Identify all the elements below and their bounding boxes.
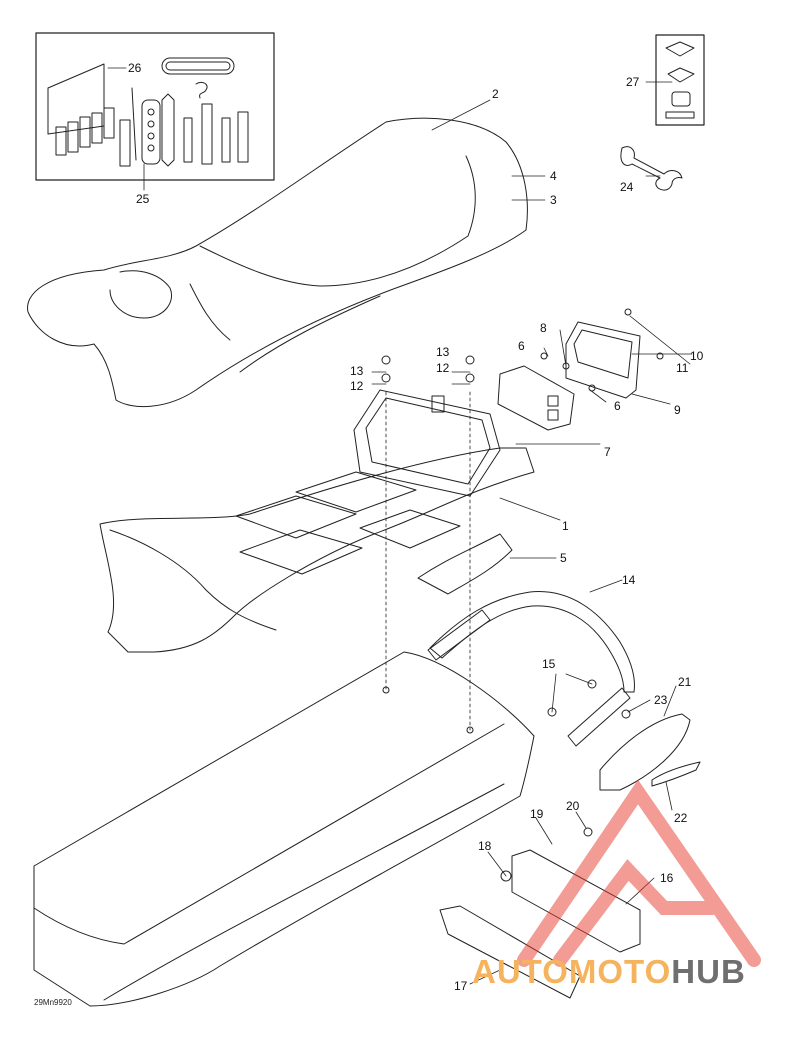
callout-26: 26 — [128, 61, 142, 75]
callout-23: 23 — [654, 693, 668, 707]
callout-24: 24 — [620, 180, 634, 194]
callout-10: 10 — [690, 349, 704, 363]
callout-6-bottom: 6 — [614, 399, 621, 413]
callout-13-right: 13 — [436, 345, 450, 359]
callout-6-top: 6 — [518, 339, 525, 353]
callout-18: 18 — [478, 839, 492, 853]
watermark-part-1: AUTOMOTO — [472, 953, 672, 990]
tail-light — [565, 321, 641, 399]
seat-cushion — [27, 117, 528, 408]
tool-kit-box — [35, 32, 275, 181]
diagram-code: 29Mn9920 — [34, 998, 72, 1007]
bottom-plate — [417, 533, 513, 595]
callout-9: 9 — [674, 403, 681, 417]
storage-tray — [353, 389, 501, 497]
watermark-text: AUTOMOTOHUB — [472, 952, 746, 992]
tail-light-bracket — [497, 365, 575, 431]
key-box — [655, 34, 705, 126]
callout-19: 19 — [530, 807, 544, 821]
fasteners — [381, 308, 664, 882]
callout-12-left: 12 — [350, 379, 364, 393]
watermark-part-2: HUB — [671, 953, 746, 990]
callout-8: 8 — [540, 321, 547, 335]
callout-1: 1 — [562, 519, 569, 533]
callout-25: 25 — [136, 192, 150, 206]
callout-15: 15 — [542, 657, 556, 671]
tunnel-body — [33, 651, 535, 1007]
seat-base-frame — [99, 447, 535, 653]
callout-3: 3 — [550, 193, 557, 207]
watermark-logo — [517, 779, 761, 967]
callout-11: 11 — [676, 361, 689, 375]
callout-27: 27 — [626, 75, 640, 89]
callout-4: 4 — [550, 169, 557, 183]
snow-flap-assembly — [439, 849, 641, 999]
callout-14: 14 — [622, 573, 636, 587]
callout-5: 5 — [560, 551, 567, 565]
callout-7: 7 — [604, 445, 611, 459]
callout-16: 16 — [660, 871, 674, 885]
callout-22: 22 — [674, 811, 688, 825]
rear-bumper-cap — [599, 713, 701, 791]
callout-17: 17 — [454, 979, 468, 993]
callout-12-right: 12 — [436, 361, 450, 375]
callout-2: 2 — [492, 87, 499, 101]
grab-handle — [427, 591, 635, 747]
spanner-wrench — [620, 146, 683, 191]
callout-13-left: 13 — [350, 364, 364, 378]
callout-21: 21 — [678, 675, 692, 689]
callout-20: 20 — [566, 799, 580, 813]
